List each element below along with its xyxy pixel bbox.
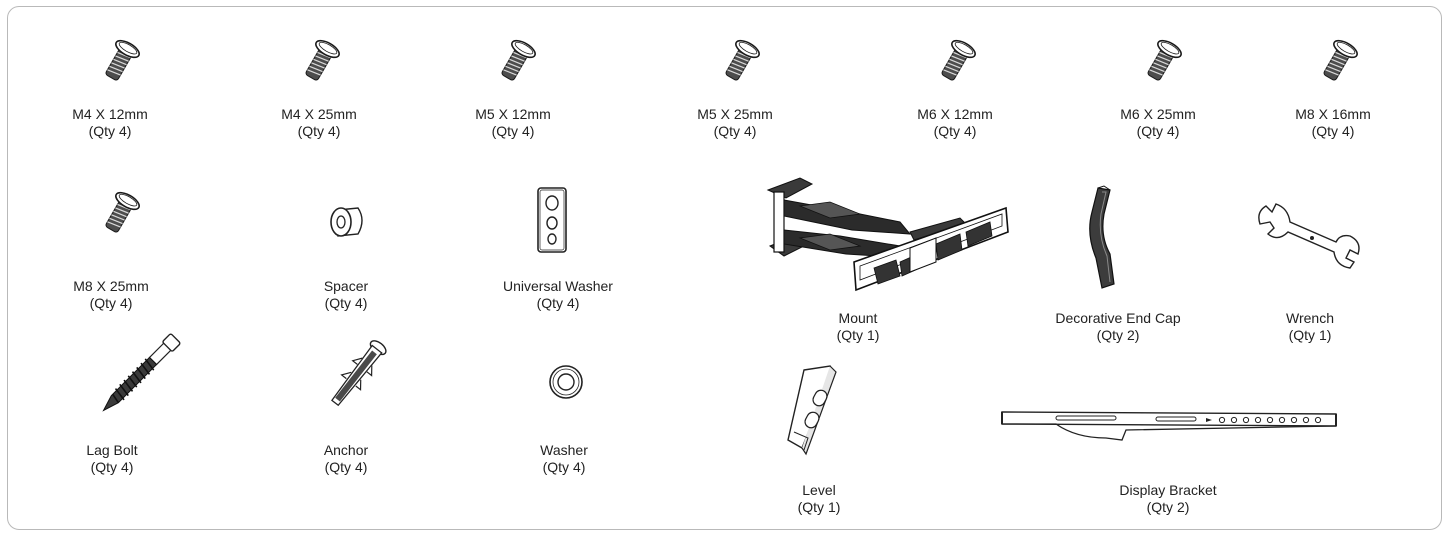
- part-name: M8 X 16mm: [1295, 106, 1371, 122]
- part-qty: (Qty 1): [1288, 327, 1332, 343]
- part-name: M4 X 12mm: [72, 106, 148, 122]
- part-name: Level: [802, 482, 836, 498]
- spacer-icon: [330, 207, 363, 237]
- screw-icon: [1316, 36, 1361, 85]
- part-qty: (Qty 4): [491, 123, 535, 139]
- part-qty: (Qty 4): [324, 459, 368, 475]
- part-qty: (Qty 4): [1136, 123, 1180, 139]
- part-qty: (Qty 4): [90, 459, 134, 475]
- part-name: Washer: [540, 442, 588, 458]
- screw-icon: [494, 36, 539, 85]
- part-name: M5 X 12mm: [475, 106, 551, 122]
- screw-icon: [934, 36, 979, 85]
- part-qty: (Qty 4): [88, 123, 132, 139]
- part-name: Display Bracket: [1119, 482, 1217, 498]
- screw-icon: [298, 36, 343, 85]
- part-name: M5 X 25mm: [697, 106, 773, 122]
- part-qty: (Qty 1): [836, 327, 880, 343]
- part-name: Spacer: [323, 278, 369, 294]
- universal-washer-icon: [537, 187, 567, 253]
- part-qty: (Qty 4): [542, 459, 586, 475]
- part-name: Wrench: [1286, 310, 1334, 326]
- display-bracket-icon: [1001, 411, 1337, 441]
- part-qty: (Qty 4): [713, 123, 757, 139]
- screw-icon: [98, 188, 143, 237]
- part-qty: (Qty 4): [89, 295, 133, 311]
- screw-icon: [1140, 36, 1185, 85]
- part-qty: (Qty 4): [536, 295, 580, 311]
- part-name: M6 X 25mm: [1120, 106, 1196, 122]
- part-qty: (Qty 4): [1311, 123, 1355, 139]
- mount-icon: [766, 177, 1009, 292]
- end-cap-icon: [1089, 185, 1115, 289]
- part-name: Anchor: [323, 442, 369, 458]
- anchor-icon: [331, 340, 387, 407]
- screw-icon: [718, 36, 763, 85]
- part-qty: (Qty 2): [1146, 499, 1190, 515]
- part-qty: (Qty 4): [297, 123, 341, 139]
- part-name: M4 X 25mm: [281, 106, 357, 122]
- wrench-icon: [1258, 203, 1360, 269]
- part-name: Lag Bolt: [86, 442, 138, 458]
- part-name: M6 X 12mm: [917, 106, 993, 122]
- part-qty: (Qty 1): [797, 499, 841, 515]
- part-qty: (Qty 2): [1096, 327, 1140, 343]
- part-qty: (Qty 4): [933, 123, 977, 139]
- part-name: Mount: [838, 310, 878, 326]
- part-name: Universal Washer: [503, 278, 613, 294]
- parts-list-frame: [7, 6, 1442, 530]
- level-icon: [787, 365, 837, 456]
- part-name: Decorative End Cap: [1055, 310, 1181, 326]
- part-qty: (Qty 4): [324, 295, 368, 311]
- washer-icon: [549, 365, 583, 399]
- part-name: M8 X 25mm: [73, 278, 149, 294]
- lag-bolt-icon: [102, 333, 181, 412]
- screw-icon: [98, 36, 143, 85]
